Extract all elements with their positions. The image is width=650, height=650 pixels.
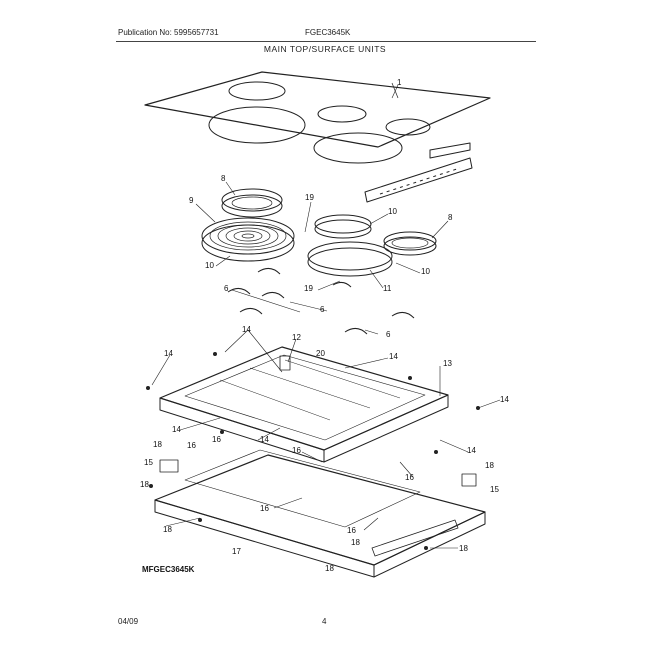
- callout-label: 10: [205, 261, 214, 270]
- callout-label: 14: [467, 446, 476, 455]
- callout-label: 16: [212, 435, 221, 444]
- model-number: FGEC3645K: [305, 28, 351, 37]
- footer-date: 04/09: [118, 617, 139, 626]
- callout-label: 13: [443, 359, 452, 368]
- callout-label: 14: [500, 395, 509, 404]
- callout-label: 17: [232, 547, 241, 556]
- callout-label: 14: [260, 435, 269, 444]
- callout-label: 8: [448, 213, 453, 222]
- callout-label: 9: [189, 196, 194, 205]
- callout-label: 8: [221, 174, 226, 183]
- callout-label: 16: [260, 504, 269, 513]
- callout-label: 6: [320, 305, 325, 314]
- callout-label: 15: [490, 485, 499, 494]
- callout-label: 15: [144, 458, 153, 467]
- callout-label: 18: [459, 544, 468, 553]
- header-rule: [116, 41, 536, 42]
- callout-label: 18: [351, 538, 360, 547]
- callout-label: 14: [172, 425, 181, 434]
- callout-label: 14: [164, 349, 173, 358]
- callout-label: 16: [405, 473, 414, 482]
- callout-label: 14: [242, 325, 251, 334]
- callout-label: 11: [383, 284, 392, 293]
- upper-frame: [159, 346, 449, 463]
- screws: [146, 352, 480, 550]
- control-bracket: [364, 157, 473, 203]
- section-title: MAIN TOP/SURFACE UNITS: [263, 44, 387, 54]
- callout-label: 16: [292, 446, 301, 455]
- callout-label: 18: [163, 525, 172, 534]
- element-rings: [307, 214, 437, 277]
- diagram-model-label: MFGEC3645K: [142, 565, 195, 574]
- callout-label: 16: [187, 441, 196, 450]
- callout-label: 20: [316, 349, 325, 358]
- page-number: 4: [322, 617, 327, 626]
- callout-label: 14: [389, 352, 398, 361]
- callout-label: 1: [397, 78, 402, 87]
- callout-label: 18: [325, 564, 334, 573]
- callout-label: 18: [140, 480, 149, 489]
- callout-label: 16: [347, 526, 356, 535]
- callout-label: 6: [386, 330, 391, 339]
- lower-box: [154, 449, 486, 578]
- callout-label: 12: [292, 333, 301, 342]
- leader-lines: [151, 84, 501, 549]
- callout-label: 19: [305, 193, 314, 202]
- publication-number: Publication No: 5995657731: [118, 28, 219, 37]
- callout-label: 19: [304, 284, 313, 293]
- element-clips: [227, 268, 415, 335]
- surface-element-large: [201, 217, 295, 262]
- callout-label: 10: [388, 207, 397, 216]
- callout-label: 18: [485, 461, 494, 470]
- surface-element-small: [221, 188, 283, 218]
- callout-label: 10: [421, 267, 430, 276]
- glass-cooktop: [144, 71, 491, 164]
- callout-label: 6: [224, 284, 229, 293]
- callout-label: 18: [153, 440, 162, 449]
